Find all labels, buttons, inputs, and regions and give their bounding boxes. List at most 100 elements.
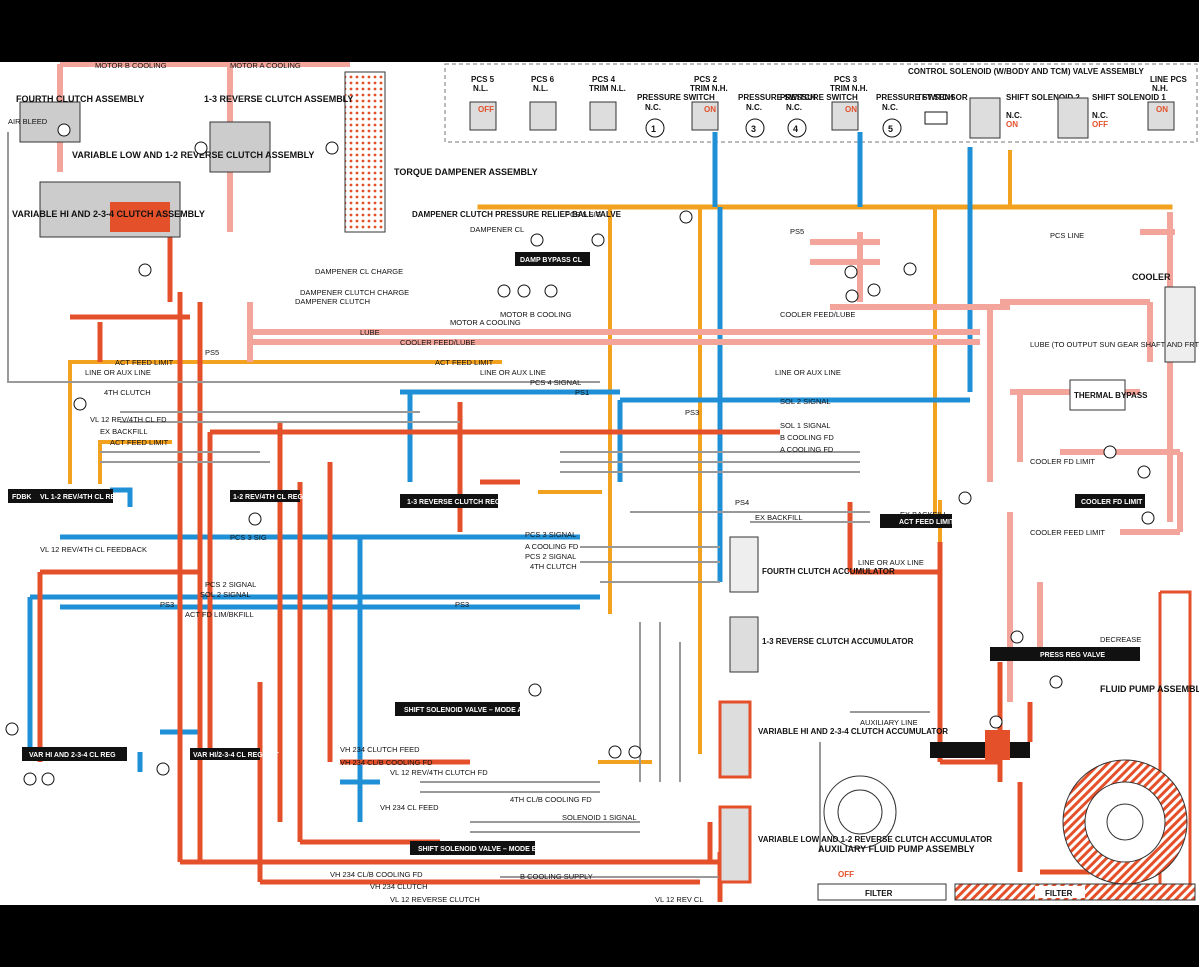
hydraulic-diagram: CONTROL SOLENOID (W/BODY AND TCM) VALVE … xyxy=(0,62,1199,905)
svg-text:TRIM N.H.: TRIM N.H. xyxy=(830,84,868,93)
shift-solenoid-2: SHIFT SOLENOID 2 N.C. ON xyxy=(969,93,1080,139)
svg-text:ON: ON xyxy=(1006,120,1018,129)
svg-text:ACT FEED LIMIT: ACT FEED LIMIT xyxy=(899,519,955,526)
svg-text:TORQUE DAMPENER ASSEMBLY: TORQUE DAMPENER ASSEMBLY xyxy=(394,167,538,177)
svg-text:VH 234 CLUTCH: VH 234 CLUTCH xyxy=(370,882,428,891)
svg-text:VAR HI AND 2-3-4 CL REG: VAR HI AND 2-3-4 CL REG xyxy=(29,752,116,759)
act-feed-limit-valve: ACT FEED LIMIT xyxy=(880,514,955,528)
svg-text:VL 12 REV/4TH CL FD: VL 12 REV/4TH CL FD xyxy=(90,415,167,424)
clutch-assemblies: FOURTH CLUTCH ASSEMBLY 1-3 REVERSE CLUTC… xyxy=(8,71,622,238)
svg-text:N.C.: N.C. xyxy=(746,103,762,112)
damp-bypass-valve: DAMP BYPASS CL xyxy=(515,252,590,266)
svg-text:PCS 2 SIGNAL: PCS 2 SIGNAL xyxy=(205,580,256,589)
act-feed-limit-passages xyxy=(68,150,1173,764)
svg-text:PRESSURE SWITCH: PRESSURE SWITCH xyxy=(637,93,715,102)
svg-text:FILTER: FILTER xyxy=(1045,889,1073,898)
solenoid-assembly-title: CONTROL SOLENOID (W/BODY AND TCM) VALVE … xyxy=(908,67,1145,76)
svg-text:PCS 5 SIG: PCS 5 SIG xyxy=(565,210,602,219)
svg-text:LINE OR AUX LINE: LINE OR AUX LINE xyxy=(85,368,151,377)
svg-text:4TH CL/B COOLING FD: 4TH CL/B COOLING FD xyxy=(510,795,592,804)
svg-text:COOLER FD LIMIT: COOLER FD LIMIT xyxy=(1081,499,1143,506)
svg-text:PS3: PS3 xyxy=(160,600,174,609)
svg-text:EX BACKFILL: EX BACKFILL xyxy=(100,427,148,436)
solenoid-pcs6: PCS 6 N.L. xyxy=(529,75,557,131)
port-numbers xyxy=(5,123,1155,786)
svg-text:N.L.: N.L. xyxy=(533,84,548,93)
solenoid-pcs5: PCS 5 N.L. OFF xyxy=(469,75,497,131)
svg-text:PRESS REG VALVE: PRESS REG VALVE xyxy=(1040,652,1105,659)
pressure-switch-1: PRESSURE SWITCH N.C. 1 xyxy=(637,93,715,138)
svg-text:VL 12 REV/4TH CL FEEDBACK: VL 12 REV/4TH CL FEEDBACK xyxy=(40,545,147,554)
svg-text:SHIFT SOLENOID 1: SHIFT SOLENOID 1 xyxy=(1092,93,1166,102)
svg-text:VARIABLE HI AND 2-3-4 CLUTCH A: VARIABLE HI AND 2-3-4 CLUTCH ASSEMBLY xyxy=(12,209,205,219)
solenoid-pcs4: PCS 4 TRIM N.L. xyxy=(589,75,626,131)
svg-text:SHIFT SOLENOID VALVE – MODE B: SHIFT SOLENOID VALVE – MODE B xyxy=(418,846,537,853)
svg-text:FDBK: FDBK xyxy=(12,494,31,501)
solenoid-pcs2: PCS 2 TRIM N.H. ON xyxy=(690,75,728,131)
svg-text:B COOLING SUPPLY: B COOLING SUPPLY xyxy=(520,872,593,881)
fluid-pump: FLUID PUMP ASSEMBLY xyxy=(1062,684,1199,885)
svg-text:EX BACKFILL: EX BACKFILL xyxy=(755,513,803,522)
svg-text:1-2 REV/4TH CL REG BST: 1-2 REV/4TH CL REG BST xyxy=(233,494,320,501)
svg-text:TRIM N.H.: TRIM N.H. xyxy=(690,84,728,93)
svg-text:PCS 3 SIG: PCS 3 SIG xyxy=(230,533,267,542)
svg-text:TFT SENSOR: TFT SENSOR xyxy=(917,93,968,102)
svg-text:OFF: OFF xyxy=(1092,120,1108,129)
svg-text:VARIABLE LOW AND 1-2 REVERSE C: VARIABLE LOW AND 1-2 REVERSE CLUTCH ACCU… xyxy=(758,835,992,844)
svg-text:PS3: PS3 xyxy=(455,600,469,609)
svg-text:PS1: PS1 xyxy=(575,388,589,397)
svg-text:OFF: OFF xyxy=(478,105,494,114)
svg-text:N.C.: N.C. xyxy=(1092,111,1108,120)
svg-text:ON: ON xyxy=(845,105,857,114)
var-hi-234-cl-reg: VAR HI AND 2-3-4 CL REG xyxy=(22,747,127,761)
solenoid-pcs3: PCS 3 TRIM N.H. ON xyxy=(830,75,868,131)
svg-text:PS3: PS3 xyxy=(685,408,699,417)
cooler: COOLER xyxy=(1132,272,1196,363)
svg-text:LINE PCS: LINE PCS xyxy=(1150,75,1188,84)
svg-text:DAMPENER CL CHARGE: DAMPENER CL CHARGE xyxy=(315,267,403,276)
svg-text:DAMP BYPASS CL: DAMP BYPASS CL xyxy=(520,257,583,264)
press-reg-valve: PRESS REG VALVE xyxy=(990,647,1140,661)
svg-text:DAMPENER CLUTCH: DAMPENER CLUTCH xyxy=(295,297,370,306)
svg-text:PRESSURE SWITCH: PRESSURE SWITCH xyxy=(738,93,816,102)
svg-text:ACT FEED LIMIT: ACT FEED LIMIT xyxy=(435,358,494,367)
svg-text:PCS 3 SIGNAL: PCS 3 SIGNAL xyxy=(525,530,576,539)
svg-text:SOLENOID 1 SIGNAL: SOLENOID 1 SIGNAL xyxy=(562,813,637,822)
solenoid-assembly-box xyxy=(444,63,1198,143)
svg-text:VAR HI/2-3-4 CL REG BST: VAR HI/2-3-4 CL REG BST xyxy=(193,752,279,759)
svg-text:1-3 REVERSE CLUTCH ACCUMULATOR: 1-3 REVERSE CLUTCH ACCUMULATOR xyxy=(762,637,914,646)
svg-text:SOL 2 SIGNAL: SOL 2 SIGNAL xyxy=(200,590,251,599)
shift-solenoid-valve-a: SHIFT SOLENOID VALVE – MODE A xyxy=(395,702,523,716)
exhaust-passages xyxy=(7,132,930,878)
svg-text:LINE OR AUX LINE: LINE OR AUX LINE xyxy=(775,368,841,377)
solenoid-line-pcs: LINE PCS N.H. ON xyxy=(1147,75,1188,131)
svg-text:1: 1 xyxy=(651,124,656,134)
var-hi-234-bst: VAR HI/2-3-4 CL REG BST xyxy=(190,748,279,760)
svg-text:COOLER FEED/LUBE: COOLER FEED/LUBE xyxy=(780,310,855,319)
svg-text:ON: ON xyxy=(704,105,716,114)
svg-text:OFF: OFF xyxy=(838,870,854,879)
svg-text:AUXILIARY LINE: AUXILIARY LINE xyxy=(860,718,918,727)
svg-text:VH 234 CL/B COOLING FD: VH 234 CL/B COOLING FD xyxy=(330,870,423,879)
svg-text:4TH CLUTCH: 4TH CLUTCH xyxy=(104,388,151,397)
svg-text:DAMPENER CL: DAMPENER CL xyxy=(470,225,524,234)
svg-text:PCS 2: PCS 2 xyxy=(694,75,718,84)
svg-text:N.L.: N.L. xyxy=(473,84,488,93)
svg-text:FOURTH CLUTCH ACCUMULATOR: FOURTH CLUTCH ACCUMULATOR xyxy=(762,567,895,576)
pressure-switch-3: PRESSURE SWITCH N.C. 3 xyxy=(738,93,816,138)
svg-text:PCS 3: PCS 3 xyxy=(834,75,858,84)
svg-text:4TH CLUTCH: 4TH CLUTCH xyxy=(530,562,577,571)
passage-labels: MOTOR B COOLING MOTOR A COOLING DAMPENER… xyxy=(40,62,1141,904)
svg-text:AUXILIARY FLUID PUMP ASSEMBLY: AUXILIARY FLUID PUMP ASSEMBLY xyxy=(818,844,975,854)
svg-text:N.C.: N.C. xyxy=(1006,111,1022,120)
svg-text:5: 5 xyxy=(888,124,893,134)
svg-text:1-3 REVERSE CLUTCH REG: 1-3 REVERSE CLUTCH REG xyxy=(407,499,501,506)
svg-text:PCS 4: PCS 4 xyxy=(592,75,616,84)
svg-text:ACT FD LIM/BKFILL: ACT FD LIM/BKFILL xyxy=(185,610,254,619)
svg-text:LUBE: LUBE xyxy=(360,328,380,337)
svg-text:PS5: PS5 xyxy=(205,348,219,357)
svg-text:B COOLING FD: B COOLING FD xyxy=(780,433,834,442)
svg-text:DAMPENER CLUTCH CHARGE: DAMPENER CLUTCH CHARGE xyxy=(300,288,409,297)
svg-text:PRESSURE SWITCH: PRESSURE SWITCH xyxy=(780,93,858,102)
svg-text:FILTER: FILTER xyxy=(865,889,893,898)
